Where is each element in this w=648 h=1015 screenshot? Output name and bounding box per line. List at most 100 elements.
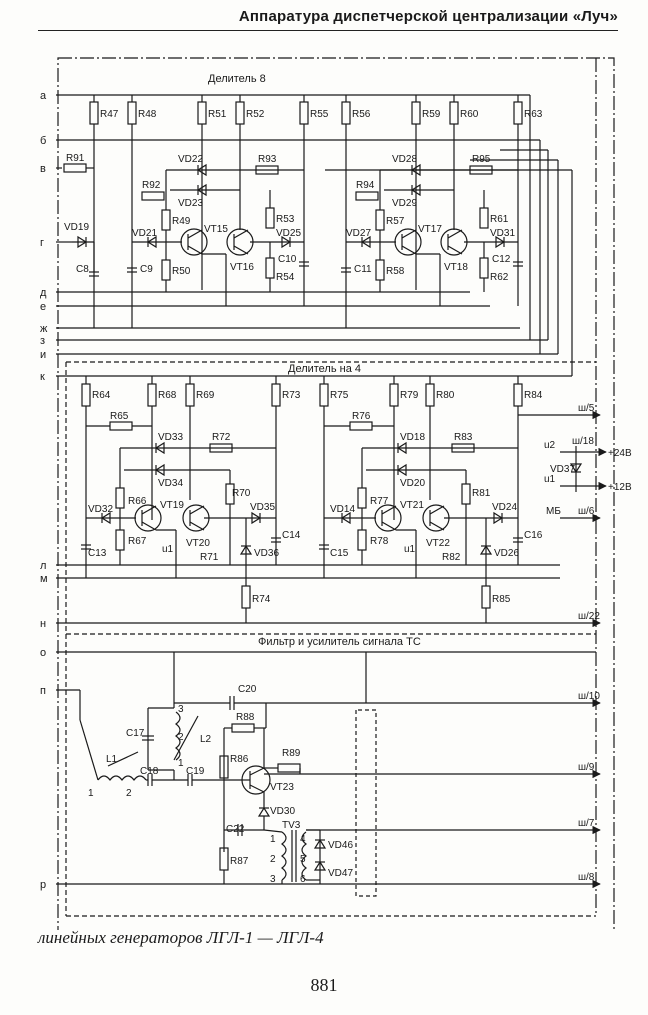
component-label-c22: C22 bbox=[226, 824, 245, 835]
component-label-r82: R82 bbox=[442, 552, 461, 563]
output-label-sh7: ш/7 bbox=[578, 818, 595, 829]
input-labels: а б в г д е ж з и к л м н о п р bbox=[40, 90, 48, 891]
component-label-l2a: 3 bbox=[178, 704, 184, 715]
component-label-vd28: VD28 bbox=[392, 154, 417, 165]
component-label-r72: R72 bbox=[212, 432, 231, 443]
component-label-r80: R80 bbox=[436, 390, 455, 401]
page-number: 881 bbox=[310, 975, 338, 995]
component-label-vd26: VD26 bbox=[494, 548, 519, 559]
component-label-vd47: VD47 bbox=[328, 868, 353, 879]
component-label-r61: R61 bbox=[490, 214, 509, 225]
input-label-e: е bbox=[40, 301, 46, 313]
component-label-r65: R65 bbox=[110, 411, 129, 422]
component-label-vd24: VD24 bbox=[492, 502, 517, 513]
component-label-vd34: VD34 bbox=[158, 478, 183, 489]
component-label-r60: R60 bbox=[460, 109, 479, 120]
output-label-sh22: ш/22 bbox=[578, 611, 600, 622]
component-label-r51: R51 bbox=[208, 109, 227, 120]
component-label-vt16: VT16 bbox=[230, 262, 254, 273]
component-label-vt21: VT21 bbox=[400, 500, 424, 511]
output-label-sh6: ш/6 bbox=[578, 506, 595, 517]
component-label-vd32: VD32 bbox=[88, 504, 113, 515]
component-label-vd21: VD21 bbox=[132, 228, 157, 239]
input-label-r: р bbox=[40, 879, 46, 891]
component-label-c19: C19 bbox=[186, 766, 205, 777]
component-label-r55: R55 bbox=[310, 109, 329, 120]
component-label-vd22: VD22 bbox=[178, 154, 203, 165]
power-label-vd37: VD37 bbox=[550, 464, 575, 475]
component-label-l2: L2 bbox=[200, 734, 212, 745]
component-label-vd25: VD25 bbox=[276, 228, 301, 239]
component-label-l2c: 1 bbox=[178, 758, 184, 769]
component-label-r67: R67 bbox=[128, 536, 147, 547]
component-label-n4: 4 bbox=[300, 834, 306, 845]
component-label-c14: C14 bbox=[282, 530, 301, 541]
component-label-n3: 3 bbox=[270, 874, 276, 885]
component-label-r68: R68 bbox=[158, 390, 177, 401]
component-label-u1b: u1 bbox=[404, 544, 416, 555]
input-label-m: м bbox=[40, 573, 48, 585]
circuit-schematic: а б в г д е ж з и к л м н о п р Делитель… bbox=[40, 57, 632, 930]
divider4-block bbox=[81, 376, 607, 623]
component-label-vd27: VD27 bbox=[346, 228, 371, 239]
component-label-c16: C16 bbox=[524, 530, 543, 541]
component-label-vd19: VD19 bbox=[64, 222, 89, 233]
component-labels: R47 R48 R51 R52 R55 R56 R59 R60 R63 R91 … bbox=[64, 109, 543, 885]
component-label-vd30: VD30 bbox=[270, 806, 295, 817]
component-label-r83: R83 bbox=[454, 432, 473, 443]
outer-frame bbox=[57, 57, 615, 930]
input-label-p: п bbox=[40, 685, 46, 697]
component-label-r87: R87 bbox=[230, 856, 249, 867]
component-label-l1b: 2 bbox=[126, 788, 132, 799]
component-label-n5: 5 bbox=[300, 854, 306, 865]
component-label-l2b: 2 bbox=[178, 732, 184, 743]
component-label-c17: C17 bbox=[126, 728, 145, 739]
component-label-vt23: VT23 bbox=[270, 782, 294, 793]
component-label-r92: R92 bbox=[142, 180, 161, 191]
component-label-r57: R57 bbox=[386, 216, 405, 227]
input-label-i: и bbox=[40, 349, 46, 361]
component-label-c10: C10 bbox=[278, 254, 297, 265]
component-label-vt19: VT19 bbox=[160, 500, 184, 511]
component-label-r48: R48 bbox=[138, 109, 157, 120]
page-title: Аппаратура диспетчерской централизации «… bbox=[238, 8, 618, 25]
component-label-vt22: VT22 bbox=[426, 538, 450, 549]
component-label-r81: R81 bbox=[472, 488, 491, 499]
input-label-n: н bbox=[40, 618, 46, 630]
component-label-vd20: VD20 bbox=[400, 478, 425, 489]
component-label-c9: C9 bbox=[140, 264, 153, 275]
component-label-vd35: VD35 bbox=[250, 502, 275, 513]
output-label-sh8: ш/8 bbox=[578, 872, 595, 883]
component-label-r54: R54 bbox=[276, 272, 295, 283]
input-label-k: к bbox=[40, 371, 45, 383]
input-label-d: д bbox=[40, 287, 47, 299]
divider8-block bbox=[63, 95, 523, 328]
output-label-sh10: ш/10 bbox=[578, 691, 600, 702]
component-label-vd33: VD33 bbox=[158, 432, 183, 443]
component-label-vd18: VD18 bbox=[400, 432, 425, 443]
component-label-vt17: VT17 bbox=[418, 224, 442, 235]
component-label-r89: R89 bbox=[282, 748, 301, 759]
component-label-r58: R58 bbox=[386, 266, 405, 277]
filter-title: Фильтр и усилитель сигнала ТС bbox=[258, 636, 421, 648]
component-label-r73: R73 bbox=[282, 390, 301, 401]
component-label-r59: R59 bbox=[422, 109, 441, 120]
component-label-r86: R86 bbox=[230, 754, 249, 765]
component-label-r66: R66 bbox=[128, 496, 147, 507]
component-label-vt15: VT15 bbox=[204, 224, 228, 235]
component-label-r94: R94 bbox=[356, 180, 375, 191]
component-label-vd29: VD29 bbox=[392, 198, 417, 209]
component-label-r53: R53 bbox=[276, 214, 295, 225]
component-label-n1: 1 bbox=[270, 834, 276, 845]
component-label-r56: R56 bbox=[352, 109, 371, 120]
filter-block bbox=[79, 652, 601, 897]
component-label-r88: R88 bbox=[236, 712, 255, 723]
input-bus bbox=[56, 94, 601, 889]
component-label-c8: C8 bbox=[76, 264, 89, 275]
component-label-vd36: VD36 bbox=[254, 548, 279, 559]
component-label-r85: R85 bbox=[492, 594, 511, 605]
block-titles: Делитель 8 Делитель на 4 Фильтр и усилит… bbox=[208, 73, 421, 648]
component-label-c18: C18 bbox=[140, 766, 159, 777]
input-label-g: г bbox=[40, 237, 44, 249]
component-label-c20: C20 bbox=[238, 684, 257, 695]
